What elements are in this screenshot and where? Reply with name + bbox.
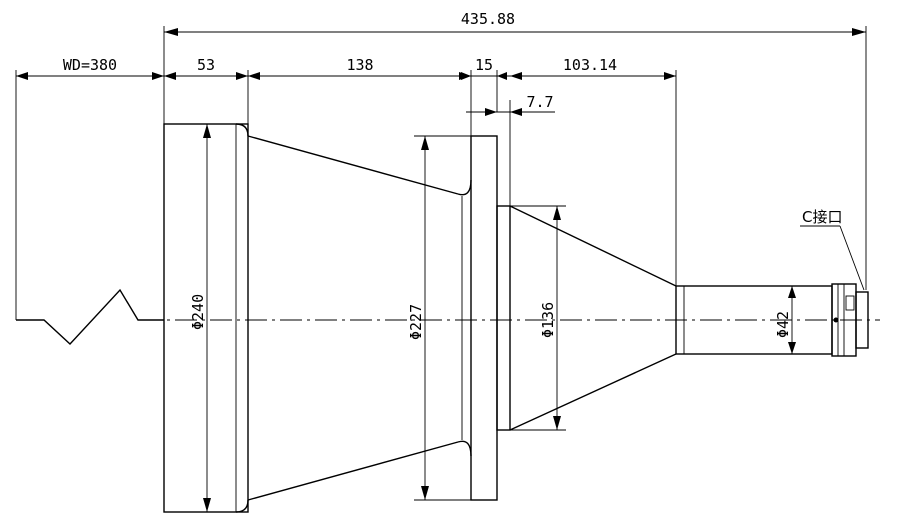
overall-dimension: 435.88 <box>163 10 867 290</box>
flange <box>470 135 498 501</box>
front-barrel-label: 53 <box>197 56 215 74</box>
mount-tube <box>675 283 869 357</box>
diameter-cone-base: Φ227 <box>407 135 471 501</box>
rear-length-label: 103.14 <box>563 56 617 74</box>
rear-cone <box>496 205 677 431</box>
front-diameter-label: Φ240 <box>189 294 207 330</box>
mount-label: C接口 <box>802 208 842 226</box>
working-distance-label: WD=380 <box>63 56 117 74</box>
flange-thickness-label: 15 <box>475 56 493 74</box>
segment-dimensions: WD=380 53 138 15 103.14 <box>15 56 677 320</box>
cone-base-diameter-label: Φ227 <box>407 304 425 340</box>
front-barrel <box>163 123 249 513</box>
cone-length-label: 138 <box>346 56 373 74</box>
step-label: 7.7 <box>526 93 553 111</box>
mount-callout: C接口 <box>800 208 865 291</box>
diameter-rear-cone: Φ136 <box>510 205 566 431</box>
overall-length-label: 435.88 <box>461 10 515 28</box>
diameter-mount: Φ42 <box>774 286 796 354</box>
mount-diameter-label: Φ42 <box>774 311 792 338</box>
wd-break-line <box>16 288 164 345</box>
step-dimension: 7.7 <box>466 93 555 210</box>
rear-cone-diameter-label: Φ136 <box>539 302 557 338</box>
diameter-front: Φ240 <box>189 124 211 512</box>
cone-body <box>247 135 472 501</box>
